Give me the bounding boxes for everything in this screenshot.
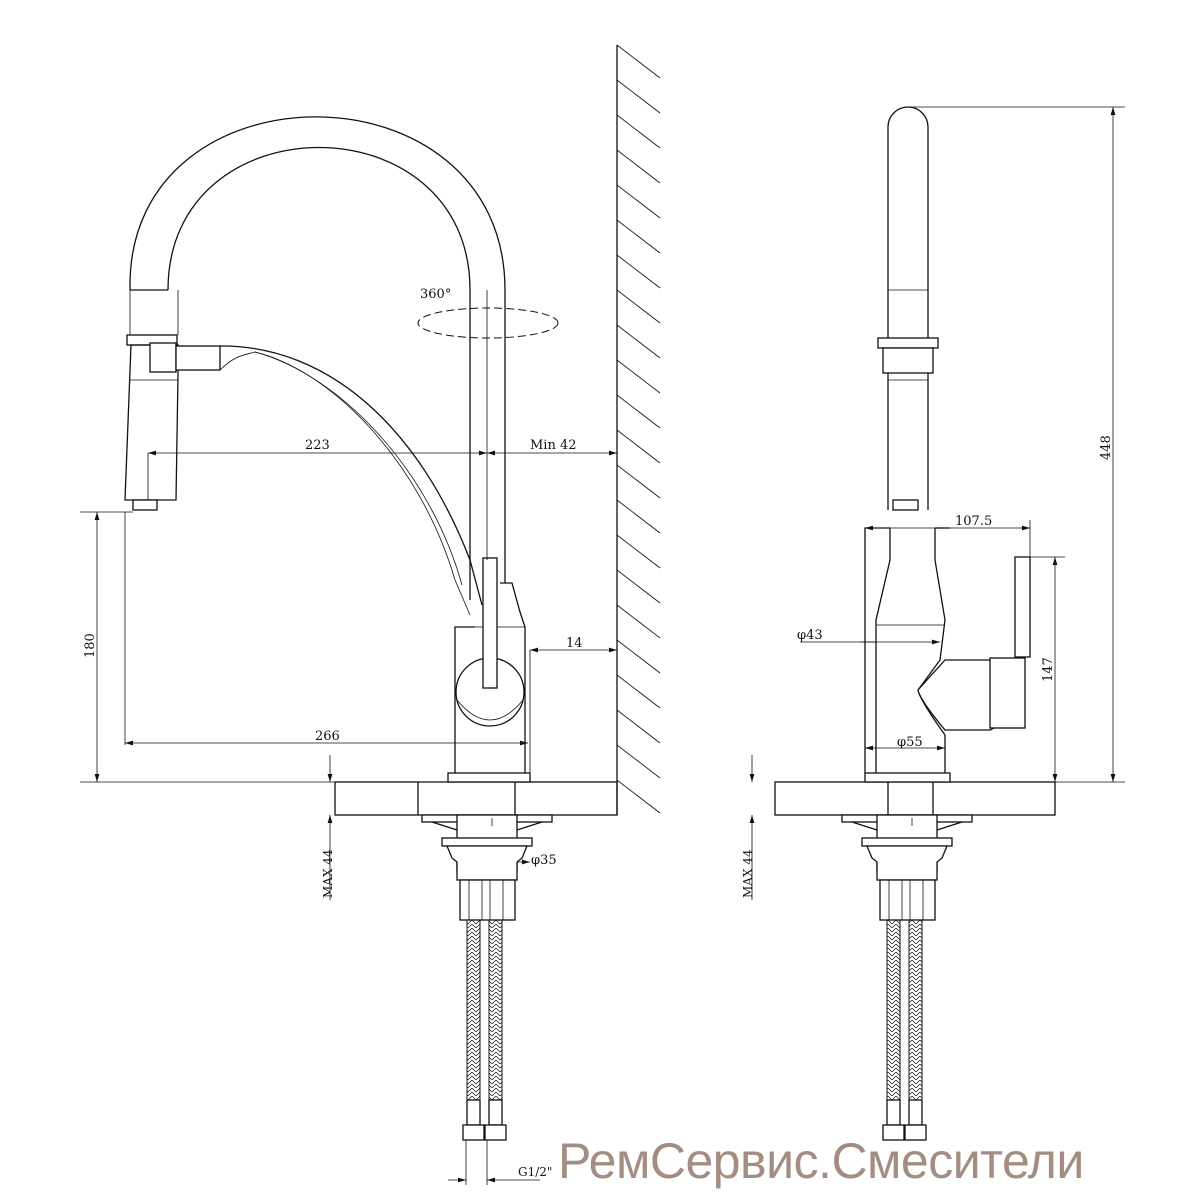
total-height-label: 448 bbox=[1099, 435, 1114, 460]
dimension-lines-left: 223 Min 42 180 266 14 MAX 44 φ35 G1/2" bbox=[80, 438, 617, 1185]
watermark: РемСервис.Смесители bbox=[558, 1133, 1084, 1189]
spout-right bbox=[877, 106, 939, 511]
spout-reach-label: 223 bbox=[305, 438, 330, 453]
side-view-left: 360° 223 Min 42 180 266 14 MAX 44 φ35 bbox=[80, 116, 618, 1185]
body-diameter-label: φ43 bbox=[797, 628, 823, 643]
rotation-label: 360° bbox=[420, 287, 451, 302]
spout-height-label: 180 bbox=[83, 633, 98, 658]
wall bbox=[616, 44, 661, 815]
mounting-hoses-right bbox=[841, 814, 973, 1141]
rotation-indicator: 360° bbox=[417, 287, 559, 560]
max-counter-label-left: MAX 44 bbox=[321, 849, 335, 898]
dimension-lines-right: 448 147 107.5 φ43 φ55 MAX 44 bbox=[741, 106, 1125, 900]
faucet-body-right bbox=[864, 527, 1031, 783]
wall-min-label: Min 42 bbox=[530, 438, 577, 453]
handle-height-label: 147 bbox=[1041, 657, 1056, 682]
spout-arc-left bbox=[129, 116, 506, 600]
handle-reach-label: 107.5 bbox=[955, 514, 992, 529]
shank-diameter-label: φ35 bbox=[531, 853, 557, 868]
front-view-right: 448 147 107.5 φ43 φ55 MAX 44 bbox=[741, 106, 1125, 1141]
mounting-hoses-left bbox=[421, 814, 553, 1141]
pullout-head-left bbox=[124, 334, 483, 616]
overall-reach-label: 266 bbox=[315, 729, 340, 744]
faucet-body-left bbox=[447, 557, 531, 783]
max-counter-label-right: MAX 44 bbox=[741, 849, 755, 898]
countertop-left bbox=[334, 781, 618, 816]
base-diameter-label: φ55 bbox=[897, 735, 923, 750]
connection-label: G1/2" bbox=[518, 1165, 552, 1179]
countertop-right bbox=[774, 781, 1056, 816]
wall-base-label: 14 bbox=[566, 636, 583, 651]
